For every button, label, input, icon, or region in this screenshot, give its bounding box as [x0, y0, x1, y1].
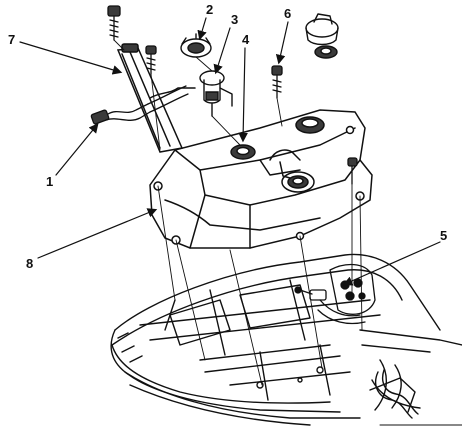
callout-5: 5	[440, 228, 447, 243]
callout-6: 6	[284, 6, 291, 21]
callout-7: 7	[8, 32, 15, 47]
callout-2: 2	[206, 2, 213, 17]
fuel-pump-unit	[199, 70, 233, 117]
leader-3	[213, 27, 231, 75]
leader-8	[37, 208, 158, 259]
callout-8: 8	[26, 256, 33, 271]
vehicle-frame	[110, 253, 462, 426]
leader-lines	[19, 17, 441, 286]
callout-3: 3	[231, 12, 238, 27]
strap-right-bolt	[145, 45, 157, 75]
leader-1	[55, 123, 99, 176]
tank-side-bolt	[347, 157, 358, 185]
alignment-lines	[113, 39, 363, 386]
lock-ring	[180, 33, 212, 58]
filler-cap	[305, 13, 339, 59]
mounting-bolt	[271, 65, 283, 99]
callout-labels: 1 2 3 4 5 6 7 8	[8, 2, 447, 271]
callout-4: 4	[242, 32, 250, 47]
leader-6	[275, 21, 289, 65]
strap-bolt	[107, 5, 121, 41]
fuel-tank	[149, 109, 373, 249]
callout-1: 1	[46, 174, 53, 189]
leader-4	[238, 47, 248, 143]
tank-strap	[116, 43, 196, 153]
leader-2	[197, 17, 207, 41]
pump-assembly	[294, 263, 376, 325]
leader-5	[342, 241, 441, 286]
pump-gasket	[230, 144, 256, 160]
leader-7	[19, 41, 123, 75]
wiring-connector	[90, 85, 189, 125]
